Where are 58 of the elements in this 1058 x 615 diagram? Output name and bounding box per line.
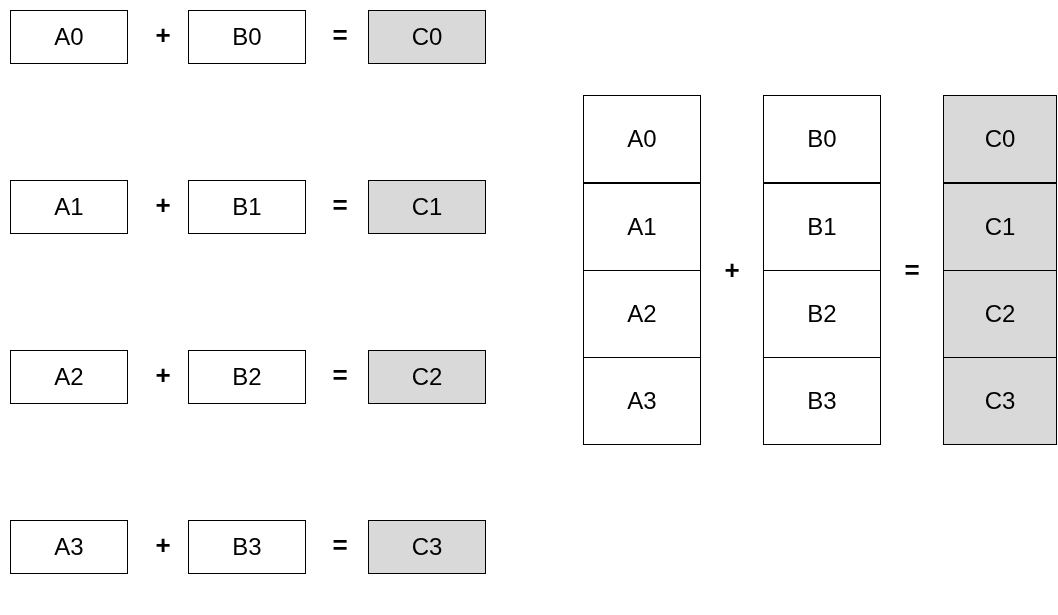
cell-box	[583, 357, 701, 445]
cell-box	[583, 95, 701, 183]
equals-sign: =	[903, 255, 921, 286]
plus-sign: +	[154, 530, 172, 561]
cell-box	[188, 10, 306, 64]
equals-sign: =	[331, 530, 349, 561]
cell-label: A0	[54, 23, 84, 51]
cell-label: A1	[627, 213, 657, 241]
cell-box	[763, 270, 881, 358]
cell-box	[188, 520, 306, 574]
cell-label: A0	[627, 125, 657, 153]
plus-sign: +	[154, 20, 172, 51]
cell-box	[10, 350, 128, 404]
cell-box	[763, 95, 881, 183]
cell-label: B0	[807, 125, 837, 153]
cell-label: A3	[54, 533, 84, 561]
cell-label: B1	[807, 213, 837, 241]
cell-label: B3	[807, 387, 837, 415]
cell-box	[188, 350, 306, 404]
plus-sign: +	[154, 360, 172, 391]
cell-label: A2	[54, 363, 84, 391]
cell-box	[368, 520, 486, 574]
cell-label: A1	[54, 193, 84, 221]
cell-label: A2	[627, 300, 657, 328]
cell-box	[763, 357, 881, 445]
cell-label: B2	[807, 300, 837, 328]
plus-sign: +	[723, 255, 741, 286]
cell-label: C1	[411, 193, 443, 221]
cell-box	[583, 183, 701, 271]
cell-label: C3	[984, 387, 1016, 415]
cell-box	[943, 270, 1057, 358]
cell-box	[368, 350, 486, 404]
cell-box	[943, 357, 1057, 445]
cell-label: C2	[411, 363, 443, 391]
cell-label: B1	[232, 193, 262, 221]
equals-sign: =	[331, 360, 349, 391]
plus-sign: +	[154, 190, 172, 221]
cell-label: C0	[984, 125, 1016, 153]
cell-box	[368, 180, 486, 234]
cell-label: B2	[232, 363, 262, 391]
equals-sign: =	[331, 20, 349, 51]
equals-sign: =	[331, 190, 349, 221]
cell-label: C0	[411, 23, 443, 51]
cell-box	[10, 10, 128, 64]
cell-box	[368, 10, 486, 64]
cell-box	[10, 180, 128, 234]
cell-label: C3	[411, 533, 443, 561]
cell-box	[188, 180, 306, 234]
cell-label: C1	[984, 213, 1016, 241]
cell-label: B0	[232, 23, 262, 51]
cell-label: B3	[232, 533, 262, 561]
cell-box	[763, 183, 881, 271]
cell-box	[10, 520, 128, 574]
cell-label: C2	[984, 300, 1016, 328]
cell-box	[943, 183, 1057, 271]
cell-label: A3	[627, 387, 657, 415]
cell-box	[943, 95, 1057, 183]
cell-box	[583, 270, 701, 358]
